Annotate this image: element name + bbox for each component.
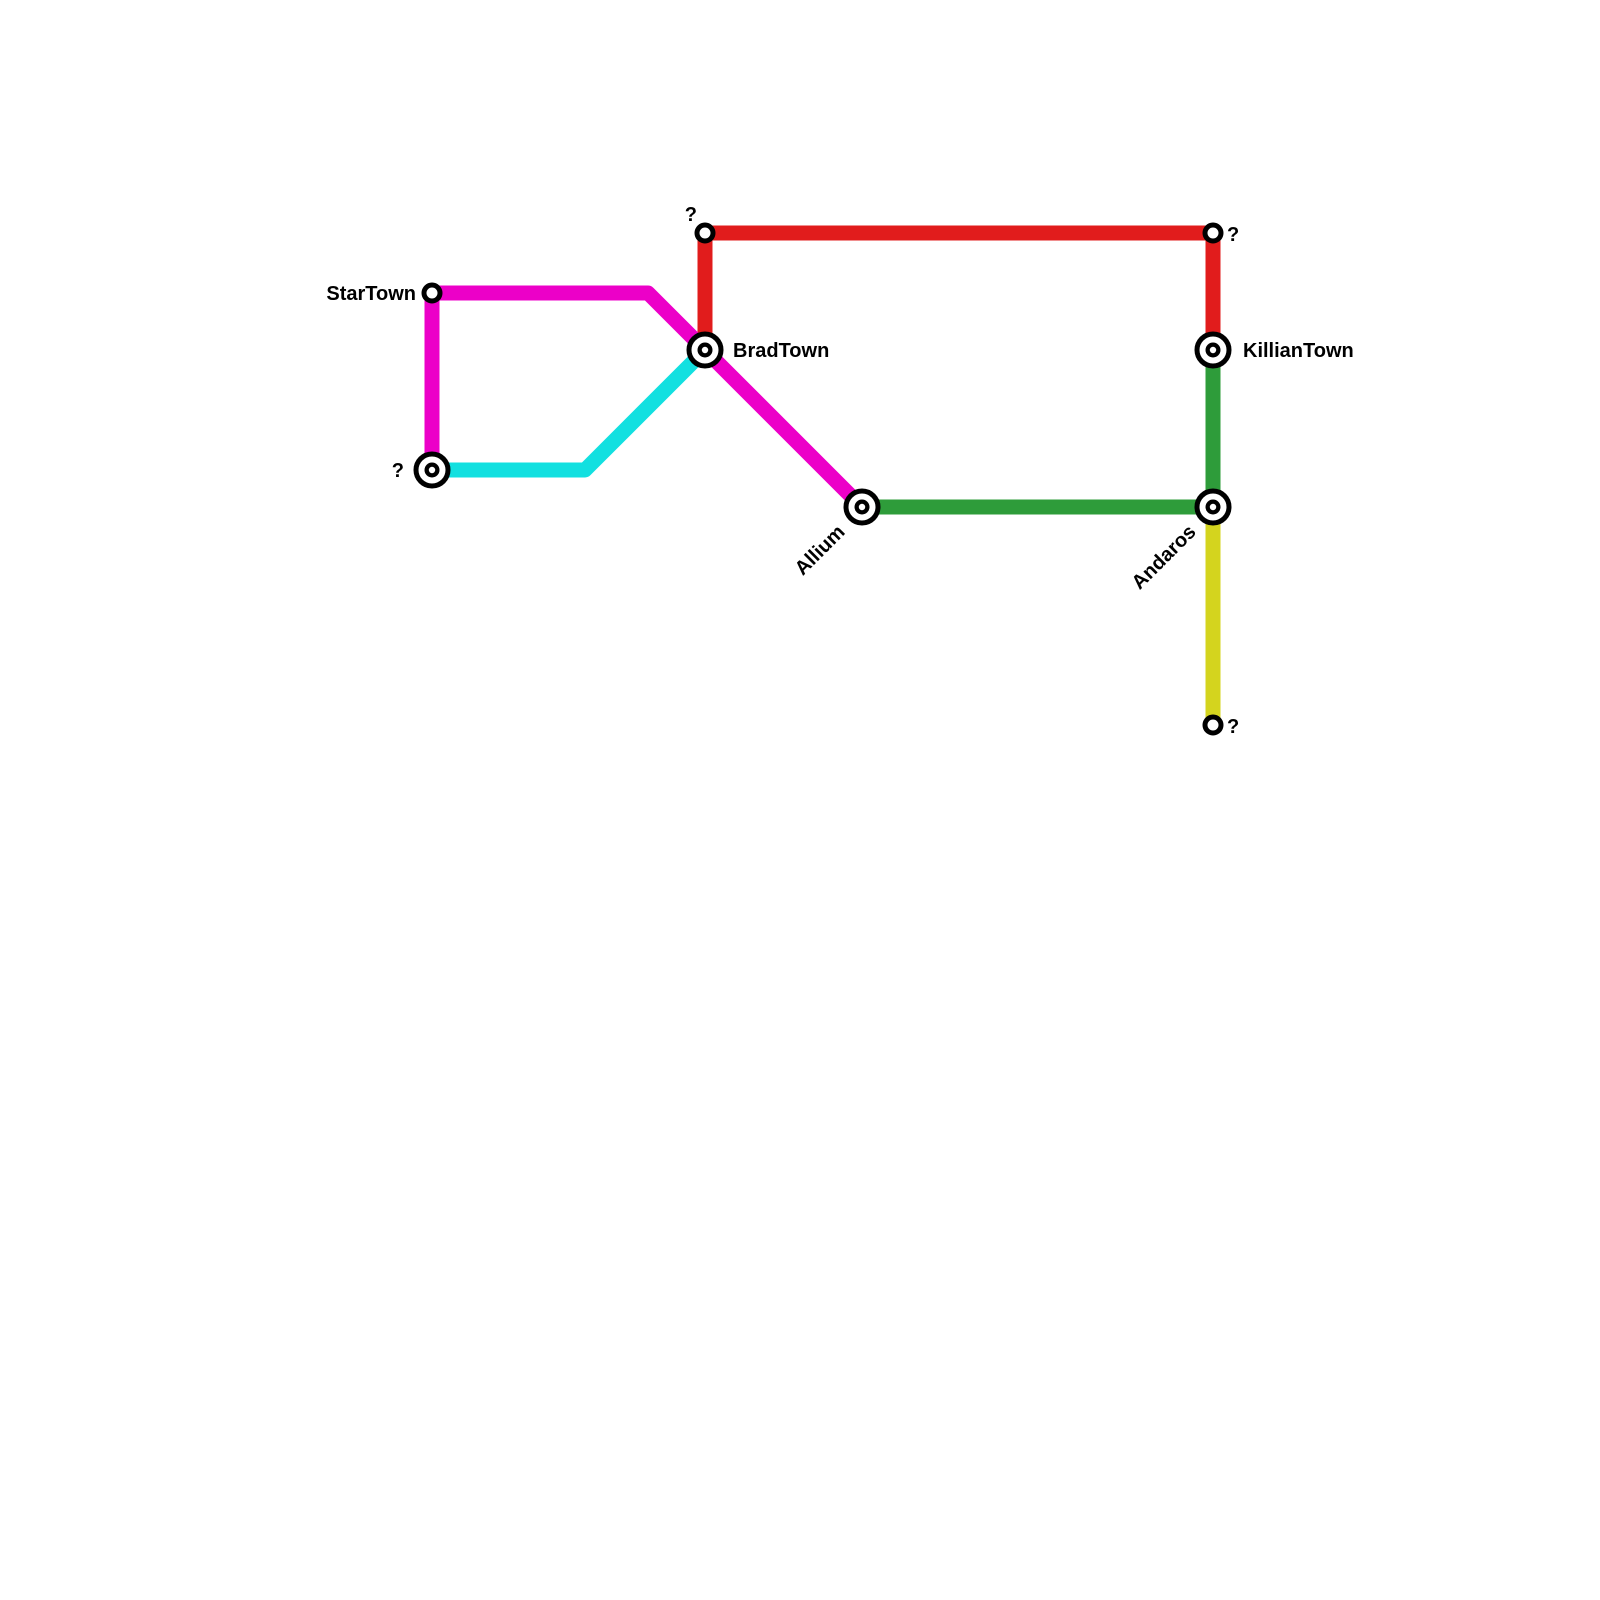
station-marker-inner <box>858 503 866 511</box>
station-label-allium: Allium <box>791 521 850 580</box>
station-label-q-red-east: ? <box>1227 224 1239 246</box>
station-bradtown[interactable]: BradTown <box>686 331 829 369</box>
station-allium[interactable]: Allium <box>791 488 881 580</box>
station-label-andaros: Andaros <box>1128 521 1201 594</box>
station-marker[interactable] <box>1202 714 1224 736</box>
station-label-q-west: ? <box>392 460 404 482</box>
station-marker[interactable] <box>694 222 716 244</box>
station-label-killiantown: KillianTown <box>1243 340 1354 362</box>
line-green <box>854 342 1221 515</box>
station-label-q-red-west: ? <box>685 204 697 226</box>
station-marker-inner <box>1209 503 1217 511</box>
station-startown[interactable]: StarTown <box>326 282 443 305</box>
line-red <box>697 225 1221 358</box>
station-marker-inner <box>701 346 709 354</box>
station-label-startown: StarTown <box>326 283 416 305</box>
station-marker[interactable] <box>421 282 443 304</box>
station-q-yellow-south[interactable]: ? <box>1202 714 1239 738</box>
station-killiantown[interactable]: KillianTown <box>1194 331 1354 369</box>
station-q-red-west[interactable]: ? <box>685 204 716 244</box>
station-q-red-east[interactable]: ? <box>1202 222 1239 246</box>
station-marker-inner <box>428 466 436 474</box>
line-cyan <box>424 342 713 478</box>
station-label-bradtown: BradTown <box>733 340 829 362</box>
line-magenta <box>424 285 870 515</box>
station-marker[interactable] <box>1202 222 1224 244</box>
station-marker-inner <box>1209 346 1217 354</box>
station-q-west[interactable]: ? <box>392 451 451 489</box>
station-label-q-yellow-south: ? <box>1227 716 1239 738</box>
